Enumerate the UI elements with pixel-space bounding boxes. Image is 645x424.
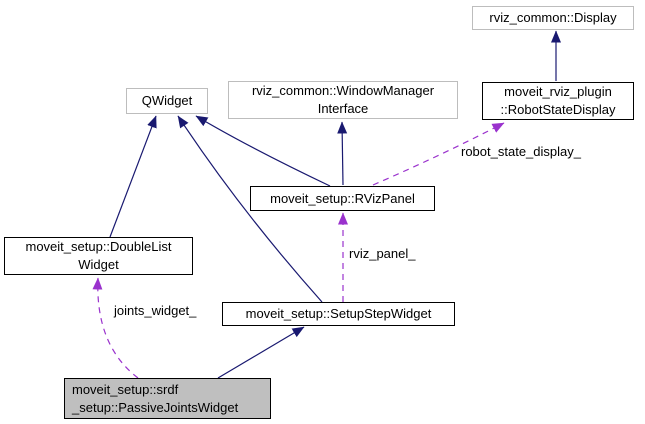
node-double-list-widget[interactable]: moveit_setup::DoubleList Widget	[4, 237, 193, 275]
edge-joints-widget-usage	[92, 277, 139, 379]
edge-label-robot-state-display: robot_state_display_	[461, 144, 581, 159]
node-rviz-display: rviz_common::Display	[472, 6, 634, 30]
node-passive-joints-widget-line2: _setup::PassiveJointsWidget	[72, 399, 239, 415]
node-setup-step-widget[interactable]: moveit_setup::SetupStepWidget	[222, 302, 455, 326]
node-window-manager-interface: rviz_common::WindowManager Interface	[228, 81, 458, 119]
edge-robot-state-display-usage	[372, 122, 505, 186]
node-robot-state-display-line1: moveit_rviz_plugin	[504, 84, 612, 99]
node-passive-joints-widget-line1: moveit_setup::srdf	[72, 381, 179, 397]
node-window-manager-interface-line1: rviz_common::WindowManager	[251, 83, 435, 98]
node-robot-state-display-line2: ::RobotStateDisplay	[500, 102, 616, 117]
node-passive-joints-widget: moveit_setup::srdf _setup::PassiveJoints…	[64, 378, 271, 419]
edge-doublelist-to-qwidget	[109, 115, 157, 238]
edge-rvizpanel-to-qwidget	[195, 115, 331, 187]
edge-passivejoints-to-setupstep	[217, 326, 305, 379]
node-robot-state-display[interactable]: moveit_rviz_plugin ::RobotStateDisplay	[482, 82, 634, 120]
node-qwidget: QWidget	[126, 88, 208, 114]
node-rviz-panel[interactable]: moveit_setup::RVizPanel	[250, 186, 435, 211]
node-setup-step-widget-label: moveit_setup::SetupStepWidget	[245, 306, 432, 321]
edge-setupstep-to-qwidget	[177, 115, 323, 303]
node-rviz-panel-label: moveit_setup::RVizPanel	[270, 190, 415, 206]
node-double-list-widget-line1: moveit_setup::DoubleList	[25, 239, 172, 254]
edge-rvizpanel-to-windowmanager	[337, 121, 348, 186]
edge-label-rviz-panel: rviz_panel_	[349, 246, 416, 261]
node-window-manager-interface-line2: Interface	[317, 101, 369, 116]
edge-label-joints-widget: joints_widget_	[114, 303, 197, 318]
node-qwidget-label: QWidget	[141, 93, 193, 108]
node-rviz-display-label: rviz_common::Display	[489, 10, 617, 25]
node-double-list-widget-line2: Widget	[78, 257, 119, 272]
